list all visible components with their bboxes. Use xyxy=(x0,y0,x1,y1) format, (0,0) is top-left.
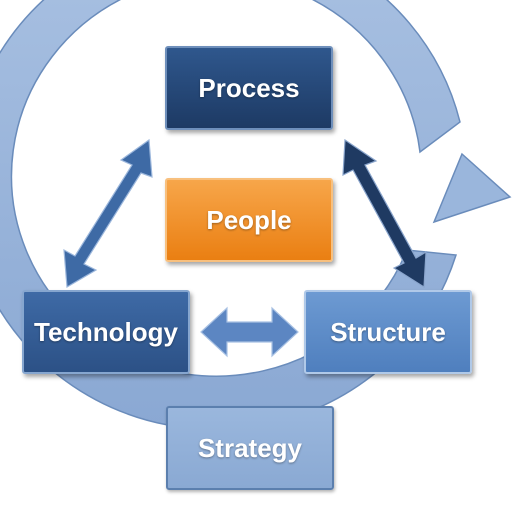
arrow-technology-structure xyxy=(200,306,299,358)
node-strategy: Strategy xyxy=(166,406,334,490)
node-people-label: People xyxy=(206,204,292,235)
node-people: People xyxy=(165,178,333,262)
node-process-label: Process xyxy=(198,72,300,103)
cycle-arrowhead xyxy=(432,152,512,224)
node-process: Process xyxy=(165,46,333,130)
node-structure: Structure xyxy=(304,290,472,374)
arrow-process-technology xyxy=(63,138,153,289)
node-technology-label: Technology xyxy=(34,316,178,347)
node-technology: Technology xyxy=(22,290,190,374)
arrow-process-structure xyxy=(342,138,427,289)
node-structure-label: Structure xyxy=(330,316,446,347)
node-strategy-label: Strategy xyxy=(197,432,303,463)
